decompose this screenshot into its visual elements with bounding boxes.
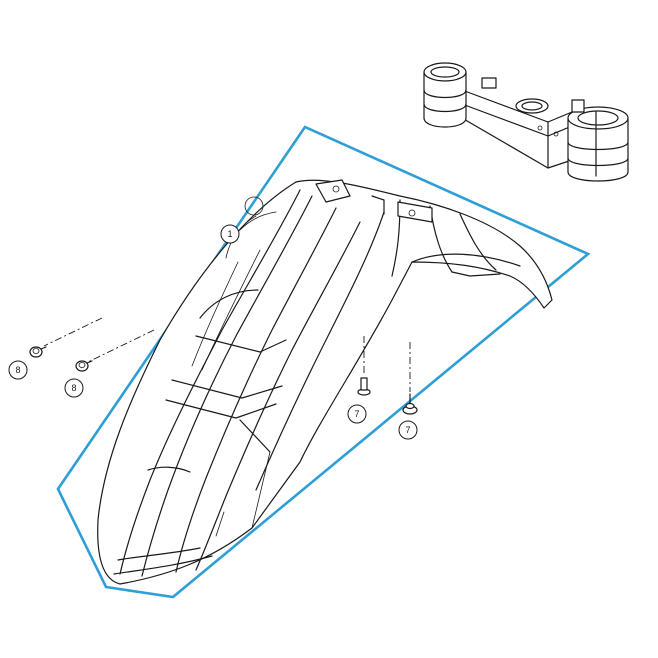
callout-fender: 1: [220, 224, 240, 244]
bolt-left-b: [75, 360, 93, 372]
front-fender: [97, 179, 553, 585]
callout-bolt-right-b: 7: [398, 420, 418, 440]
callout-bolt-left-b: 8: [64, 378, 84, 398]
leader-lines: [43, 317, 411, 392]
callout-bolt-left-a-label: 8: [15, 365, 20, 375]
callout-bolt-right-a: 7: [347, 404, 367, 424]
callout-bolt-left-a: 8: [8, 360, 28, 380]
fender-highlight-outline: [56, 125, 591, 599]
bolt-left-a: [29, 346, 47, 358]
callout-fender-label: 1: [227, 229, 232, 239]
callout-bolt-left-b-label: 8: [71, 383, 76, 393]
triple-clamp: [423, 62, 629, 182]
callout-bolt-right-a-label: 7: [354, 409, 359, 419]
bolt-right-b: [402, 393, 418, 415]
bolt-right-a: [357, 377, 371, 396]
callout-bolt-right-b-label: 7: [405, 425, 410, 435]
